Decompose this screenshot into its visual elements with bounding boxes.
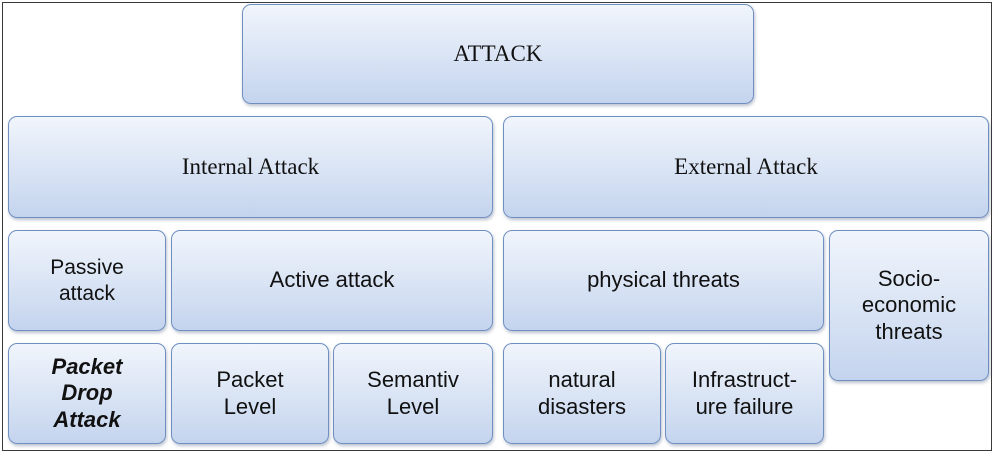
internal-attack-box: Internal Attack bbox=[8, 116, 493, 218]
active-attack-box: Active attack bbox=[171, 230, 493, 331]
socio-economic-threats-box: Socio- economic threats bbox=[829, 230, 989, 381]
natural-disasters-box: natural disasters bbox=[503, 343, 661, 444]
attack-root-label: ATTACK bbox=[453, 41, 543, 67]
external-attack-box: External Attack bbox=[503, 116, 989, 218]
socio-economic-threats-label: Socio- economic threats bbox=[861, 265, 957, 344]
packet-level-label: Packet Level bbox=[216, 367, 284, 419]
internal-attack-label: Internal Attack bbox=[181, 154, 320, 180]
physical-threats-label: physical threats bbox=[587, 267, 740, 293]
packet-level-box: Packet Level bbox=[171, 343, 329, 444]
packet-drop-attack-label: Packet Drop Attack bbox=[51, 353, 123, 432]
active-attack-label: Active attack bbox=[269, 267, 395, 293]
semantic-level-label: Semantiv Level bbox=[367, 367, 459, 419]
semantic-level-box: Semantiv Level bbox=[333, 343, 493, 444]
packet-drop-attack-box: Packet Drop Attack bbox=[8, 343, 166, 444]
infrastructure-failure-label: Infrastruct- ure failure bbox=[691, 367, 798, 419]
physical-threats-box: physical threats bbox=[503, 230, 824, 331]
attack-root-box: ATTACK bbox=[242, 4, 754, 104]
passive-attack-label: Passive attack bbox=[50, 256, 124, 305]
passive-attack-box: Passive attack bbox=[8, 230, 166, 331]
external-attack-label: External Attack bbox=[674, 154, 818, 180]
infrastructure-failure-box: Infrastruct- ure failure bbox=[665, 343, 824, 444]
natural-disasters-label: natural disasters bbox=[537, 367, 627, 419]
